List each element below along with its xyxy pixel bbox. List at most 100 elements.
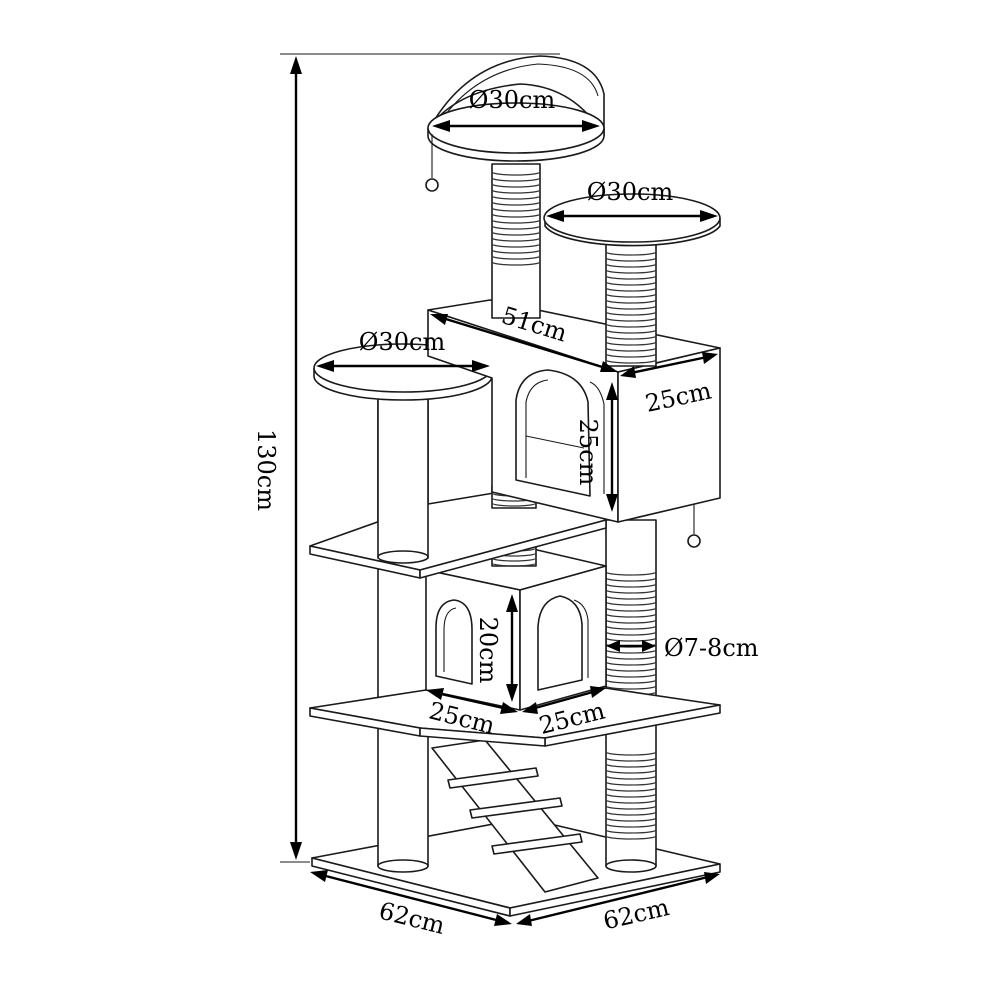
rope-wrap-line [491, 249, 541, 254]
rope-wrap-line [605, 667, 657, 672]
rope-wrap-line [605, 269, 657, 274]
rope-wrap-line [605, 775, 657, 780]
middle-platform [309, 687, 721, 747]
lower-condo-depth-line [522, 686, 606, 714]
total-height-label: 130cm [252, 429, 280, 511]
rope-wrap-line [491, 557, 537, 562]
right-lower-rope [605, 751, 657, 840]
rope-wrap-line [605, 353, 657, 358]
upper-condo-width-line [430, 314, 618, 372]
rope-wrap-line [605, 625, 657, 630]
rope-wrap-line [605, 589, 657, 594]
rope-wrap-line [605, 799, 657, 804]
rope-wrap-line [605, 341, 657, 346]
rope-wrap-line [605, 577, 657, 582]
left-perch-diameter-label: Ø30cm [359, 328, 446, 356]
rope-wrap-line [605, 823, 657, 828]
top-perch-diameter-line [432, 120, 600, 132]
rope-wrap-line [605, 263, 657, 268]
left-post-top [377, 391, 429, 564]
upper-right-perch [543, 193, 721, 247]
rope-wrap-line [605, 637, 657, 642]
rope-wrap-line [491, 171, 541, 176]
rope-wrap-line [605, 305, 657, 310]
rope-wrap-line [491, 255, 541, 260]
height-dimension-line [280, 53, 560, 863]
rope-wrap-line [605, 751, 657, 756]
top-rope [491, 171, 541, 266]
rope-wrap-line [491, 231, 541, 236]
lower-condo [425, 545, 607, 711]
rope-wrap-line [491, 183, 541, 188]
rope-wrap-line [491, 502, 537, 507]
top-perch [427, 55, 605, 162]
rope-wrap-line [605, 335, 657, 340]
upper-condo-height-label: 25cm [574, 419, 602, 486]
rope-wrap-line [605, 293, 657, 298]
upper-right-rope [605, 251, 657, 364]
rope-wrap-line [491, 243, 541, 248]
hanging-toy-right [687, 504, 701, 548]
rope-wrap-line [491, 219, 541, 224]
lower-condo-width-line [426, 688, 518, 714]
base-depth-line [516, 872, 720, 926]
rope-wrap-line [605, 781, 657, 786]
hanging-toy-top [425, 134, 439, 192]
rope-wrap-line [605, 757, 657, 762]
rope-wrap-line [605, 275, 657, 280]
rope-wrap-line [605, 835, 657, 840]
rope-wrap-line [491, 237, 541, 242]
base-depth-label: 62cm [601, 893, 673, 935]
rope-wrap-line [605, 583, 657, 588]
rope-wrap-line [491, 207, 541, 212]
rope-wrap-line [491, 177, 541, 182]
ramp [431, 739, 599, 893]
rope-wrap-line [491, 189, 541, 194]
base-width-line [310, 870, 512, 926]
rope-wrap-line [605, 655, 657, 660]
left-perch-diameter-line [316, 360, 490, 372]
rope-wrap-line [491, 201, 541, 206]
rope-wrap-line [605, 595, 657, 600]
rope-wrap-line [491, 225, 541, 230]
base-width-label: 62cm [376, 897, 448, 940]
rope-wrap-line [605, 769, 657, 774]
rope-wrap-line [605, 251, 657, 256]
top-post [491, 163, 541, 319]
top-perch-diameter-label: Ø30cm [469, 86, 556, 114]
rope-wrap-line [605, 631, 657, 636]
rope-wrap-line [605, 817, 657, 822]
rope-wrap-line [605, 317, 657, 322]
rope-wrap-line [605, 673, 657, 678]
rope-wrap-line [605, 679, 657, 684]
rope-wrap-line [605, 601, 657, 606]
rope-wrap-line [605, 571, 657, 576]
post-diameter-line [606, 640, 656, 652]
upper-condo-depth-line [620, 352, 718, 378]
rope-wrap-line [605, 661, 657, 666]
rope-wrap-line [605, 329, 657, 334]
post-diameter-label: Ø7-8cm [664, 634, 759, 662]
rope-wrap-line [605, 811, 657, 816]
rope-wrap-line [605, 347, 657, 352]
lower-condo-height-line [506, 594, 518, 702]
rope-wrap-line [605, 311, 657, 316]
rope-wrap-line [491, 261, 541, 266]
rope-wrap-line [605, 763, 657, 768]
rope-wrap-line [605, 829, 657, 834]
rope-wrap-line [491, 562, 537, 567]
rope-wrap-line [491, 213, 541, 218]
left-perch [313, 343, 493, 401]
upper-condo-height-line [606, 382, 618, 512]
rope-wrap-line [605, 281, 657, 286]
rope-wrap-line [605, 613, 657, 618]
upper-right-perch-diameter-line [546, 210, 718, 222]
rope-wrap-line [605, 323, 657, 328]
rope-wrap-line [605, 805, 657, 810]
rope-wrap-line [605, 649, 657, 654]
lower-condo-height-label: 20cm [474, 617, 502, 684]
rope-wrap-line [605, 607, 657, 612]
rope-wrap-line [605, 793, 657, 798]
rope-wrap-line [605, 619, 657, 624]
